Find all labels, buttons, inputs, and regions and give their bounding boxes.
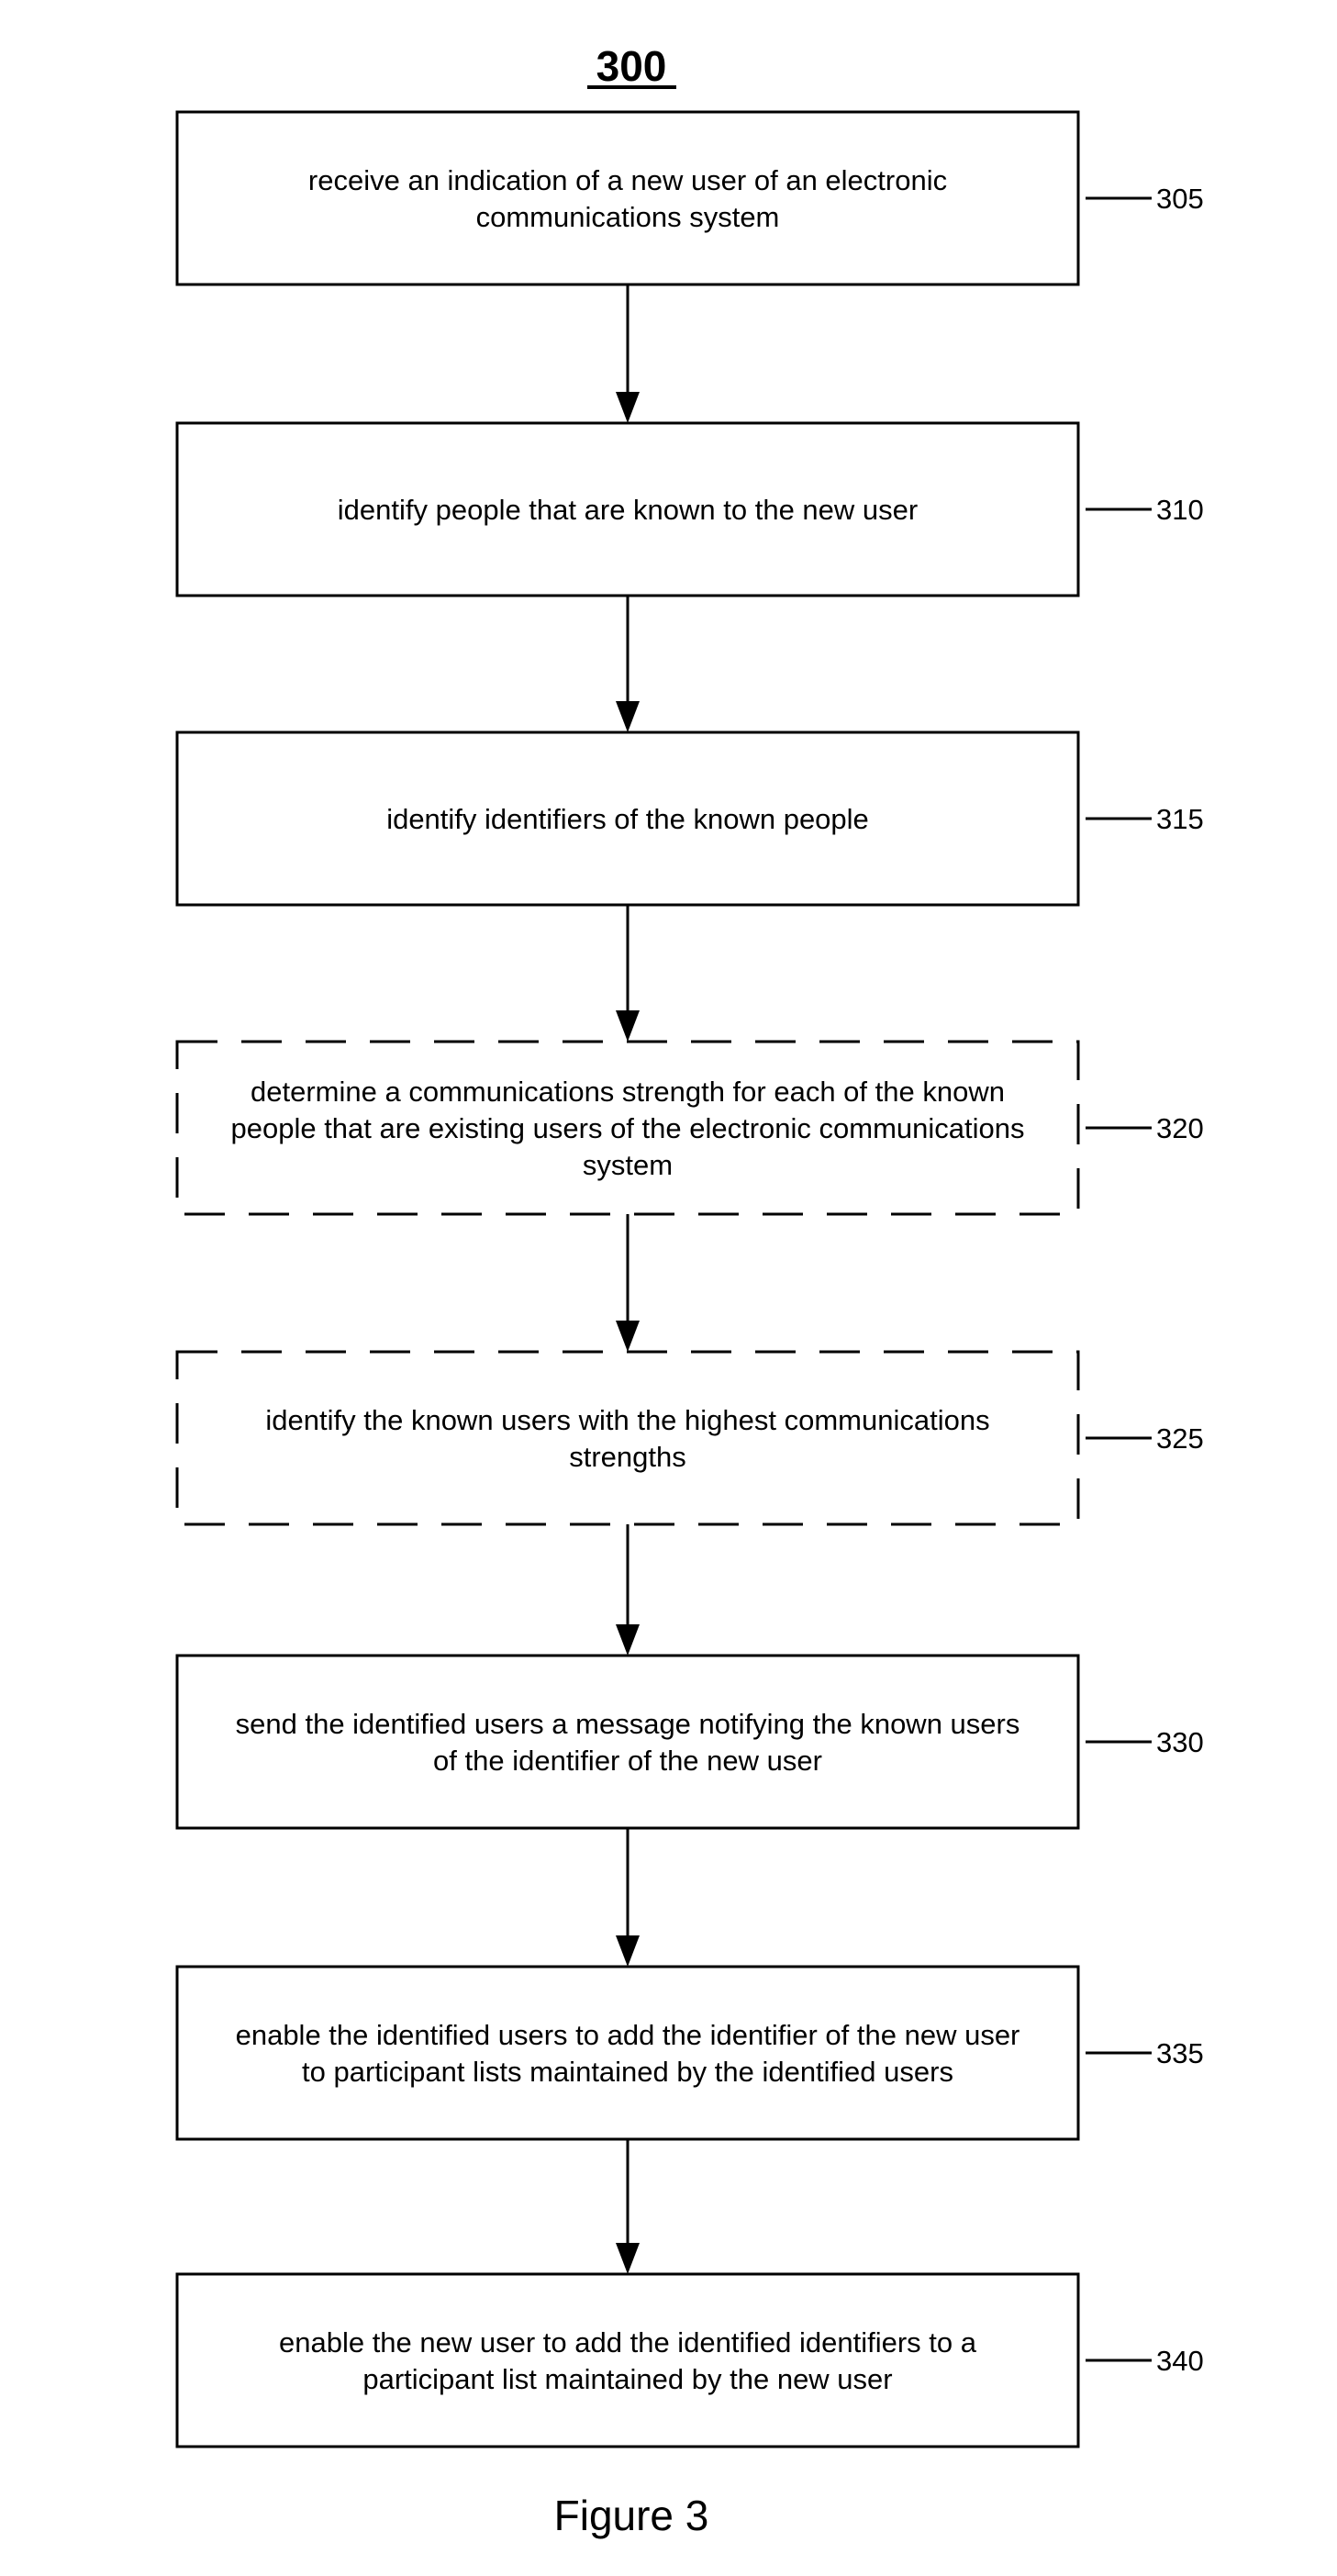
- step-335-text-line: enable the identified users to add the i…: [236, 2019, 1020, 2051]
- step-315: identify identifiers of the known people…: [177, 732, 1204, 905]
- step-box-330: [177, 1656, 1078, 1828]
- step-340: enable the new user to add the identifie…: [177, 2274, 1204, 2447]
- step-box-305: [177, 112, 1078, 284]
- connector-arrow: [616, 2139, 640, 2274]
- ref-label-320: 320: [1156, 1112, 1204, 1144]
- steps-layer: receive an indication of a new user of a…: [177, 112, 1204, 2447]
- step-325-text-line: identify the known users with the highes…: [265, 1404, 989, 1436]
- step-box-325: [177, 1352, 1078, 1524]
- connector-arrow: [616, 1524, 640, 1656]
- connector-arrow: [616, 1214, 640, 1352]
- step-335-text-line: to participant lists maintained by the i…: [302, 2056, 953, 2088]
- step-320: determine a communications strength for …: [177, 1042, 1204, 1214]
- step-320-text-line: determine a communications strength for …: [251, 1076, 1005, 1108]
- step-305: receive an indication of a new user of a…: [177, 112, 1204, 284]
- step-330-text-line: send the identified users a message noti…: [236, 1708, 1020, 1740]
- step-325-text-line: strengths: [569, 1441, 686, 1473]
- ref-label-340: 340: [1156, 2345, 1204, 2377]
- ref-label-325: 325: [1156, 1422, 1204, 1455]
- step-305-text-line: receive an indication of a new user of a…: [308, 164, 947, 196]
- step-335: enable the identified users to add the i…: [177, 1967, 1204, 2139]
- ref-label-330: 330: [1156, 1726, 1204, 1758]
- connector-arrow: [616, 905, 640, 1042]
- ref-label-310: 310: [1156, 494, 1204, 526]
- step-315-text-line: identify identifiers of the known people: [386, 803, 869, 835]
- step-box-340: [177, 2274, 1078, 2447]
- step-320-text-line: system: [583, 1149, 673, 1181]
- connector-arrow: [616, 1828, 640, 1967]
- step-325: identify the known users with the highes…: [177, 1352, 1204, 1524]
- step-330: send the identified users a message noti…: [177, 1656, 1204, 1828]
- connector-arrow: [616, 596, 640, 732]
- step-310-text-line: identify people that are known to the ne…: [338, 494, 918, 526]
- step-310: identify people that are known to the ne…: [177, 423, 1204, 596]
- step-305-text-line: communications system: [476, 201, 780, 233]
- figure-caption: Figure 3: [554, 2492, 709, 2539]
- ref-label-335: 335: [1156, 2037, 1204, 2069]
- step-box-335: [177, 1967, 1078, 2139]
- step-340-text-line: enable the new user to add the identifie…: [279, 2326, 977, 2359]
- figure-number: 300: [596, 42, 667, 90]
- step-320-text-line: people that are existing users of the el…: [230, 1112, 1024, 1144]
- ref-label-315: 315: [1156, 803, 1204, 835]
- step-330-text-line: of the identifier of the new user: [433, 1745, 822, 1777]
- ref-label-305: 305: [1156, 183, 1204, 215]
- step-340-text-line: participant list maintained by the new u…: [362, 2363, 892, 2395]
- connector-arrow: [616, 284, 640, 423]
